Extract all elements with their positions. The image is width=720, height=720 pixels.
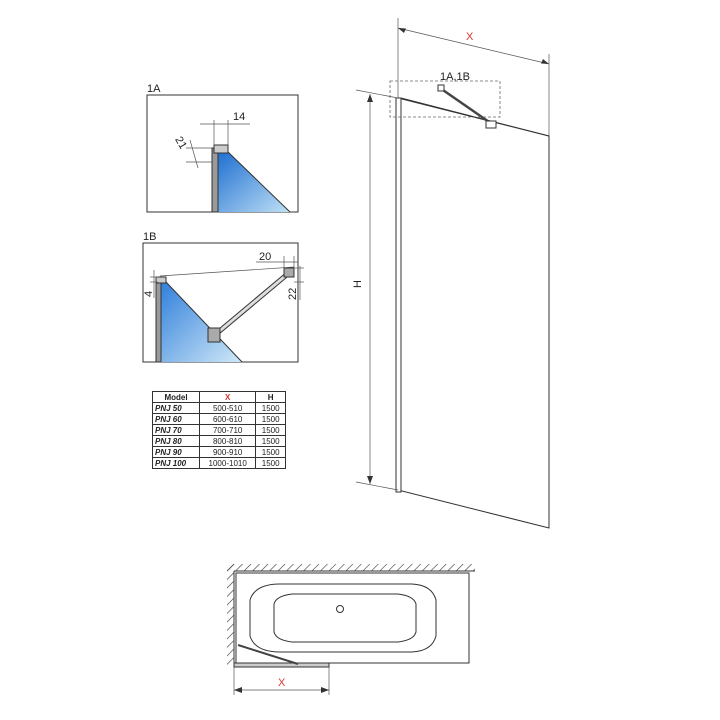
detail-1a-title: 1A	[147, 83, 161, 95]
stabiliser-bar	[439, 86, 493, 126]
detail-1b-glass	[160, 282, 242, 362]
x-top-label: X	[466, 31, 474, 43]
h-extension-bottom	[355, 481, 399, 491]
detail-1b: 1B 20 22 4	[142, 231, 304, 363]
table-row: PNJ 50 500-510 1500	[151, 402, 286, 414]
table-row: PNJ 80 800-810 1500	[151, 435, 286, 447]
panel-elevation: X 1A,1B H	[352, 18, 550, 529]
bar-wall-fixing	[437, 84, 445, 92]
glass-panel	[397, 97, 550, 529]
table-header-row: Model X H	[151, 391, 286, 403]
wall-hatching-top	[227, 564, 475, 571]
table-row: PNJ 60 600-610 1500	[151, 413, 286, 425]
bath-basin-inner	[273, 593, 417, 643]
detail-1a-profile	[211, 147, 219, 213]
detail-1b-wall-fixing	[283, 267, 295, 278]
detail-1b-clamp	[207, 327, 221, 343]
plan-glass-panel	[233, 662, 330, 668]
dim-4-label: 4	[143, 291, 155, 297]
detail-1b-profile	[155, 281, 162, 363]
detail-1a-glass	[218, 152, 290, 212]
arrow-head	[541, 59, 549, 64]
header-h: H	[255, 391, 286, 403]
table-row: PNJ 90 900-910 1500	[151, 446, 286, 458]
x-dimension-line	[397, 27, 550, 65]
detail-callout-box	[389, 80, 501, 118]
dim-22-label: 22	[287, 288, 299, 300]
detail-1b-stabiliser	[215, 270, 291, 336]
dim-21-label: 21	[172, 135, 189, 152]
detail-1b-title: 1B	[143, 231, 156, 243]
bath-outline	[235, 572, 470, 664]
detail-1a-cap	[213, 144, 229, 154]
drain-icon	[336, 605, 344, 613]
x-bottom-label: X	[278, 677, 286, 689]
dim-20-label: 20	[259, 251, 271, 263]
h-extension-top	[355, 89, 399, 99]
bath-plan: X	[227, 564, 475, 695]
bar-glass-clamp	[485, 120, 497, 129]
plan-stabiliser-bar	[237, 644, 299, 665]
header-x: X	[199, 391, 257, 403]
detail-1a: 1A 14 21	[146, 83, 299, 213]
wall-hatching-left	[227, 564, 234, 666]
bath-basin	[249, 583, 437, 653]
dim-14-label: 14	[233, 111, 245, 123]
arrow-head	[367, 94, 373, 102]
callout-label: 1A,1B	[440, 71, 470, 83]
arrow-head	[398, 28, 406, 33]
model-spec-table: Model X H PNJ 50 500-510 1500 PNJ 60 600…	[151, 391, 286, 469]
table-row: PNJ 100 1000-1010 1500	[151, 457, 286, 469]
wall-profile	[395, 97, 402, 493]
table-row: PNJ 70 700-710 1500	[151, 424, 286, 436]
arrow-head	[367, 476, 373, 484]
header-model: Model	[151, 391, 201, 403]
h-label: H	[352, 280, 364, 288]
